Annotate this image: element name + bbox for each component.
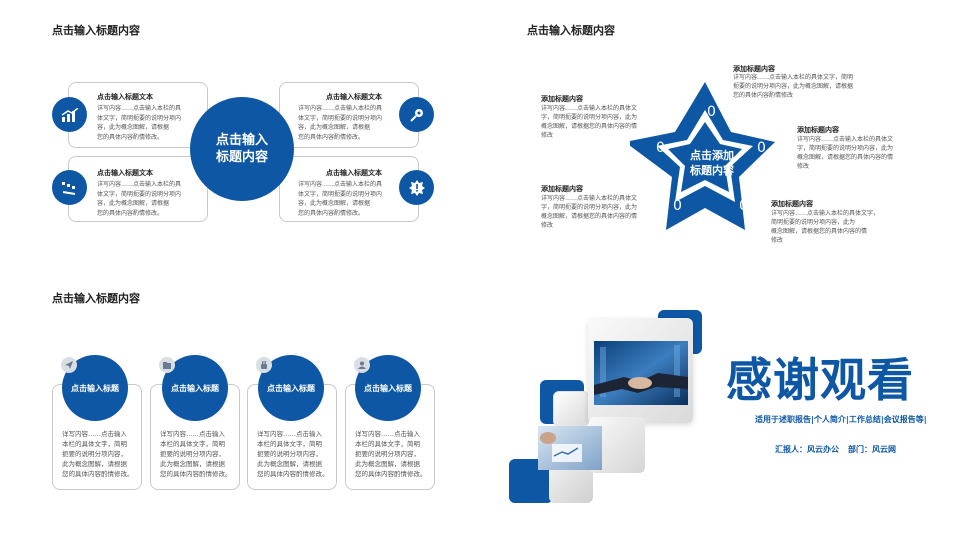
star-center-text: 点击添加标题内容 (690, 149, 734, 177)
thanks-subtitle: 适用于述职报告|个人简介|工作总结|会议报告等| (755, 415, 927, 424)
hand-icon (256, 357, 272, 373)
card-text: 详写内容……点击输入本栏的具体文字，简明扼要的说明分项内容，此为概念图解，请根据… (257, 430, 329, 478)
q1-box-title: 点击输入标题文本 (97, 169, 153, 177)
q1-box-top-right: 点击输入标题文本 详写内容……点击输入本栏的具体文字，简明扼要的说明分项内容，此… (279, 82, 419, 148)
send-icon (61, 357, 77, 373)
reporter-label: 汇报人：风云办公 (775, 445, 839, 454)
q1-box-top-left: 点击输入标题文本 详写内容……点击输入本栏的具体文字，简明扼要的说明分项内容，此… (68, 82, 208, 148)
decor-tile-grey (553, 391, 589, 427)
q1-center-circle: 点击输入标题内容 (190, 97, 294, 201)
folder-icon (159, 357, 175, 373)
gear-badge-icon (399, 170, 434, 205)
meeting-image (538, 426, 602, 470)
handshake-image (594, 341, 688, 405)
key-icon (399, 97, 434, 132)
card-text: 详写内容……点击输入本栏的具体文字，简明扼要的说明分项内容，此为概念图解，请根据… (160, 430, 232, 478)
q1-box-title: 点击输入标题文本 (97, 93, 153, 101)
q2-title: 点击输入标题内容 (527, 24, 615, 37)
q1-box-bottom-left: 点击输入标题文本 详写内容……点击输入本栏的具体文字，简明扼要的说明分项内容，此… (68, 156, 208, 222)
gear-icon (52, 170, 87, 205)
card-text: 详写内容……点击输入本栏的具体文字，简明扼要的说明分项内容，此为概念图解，请根据… (62, 430, 134, 478)
star-shape (630, 82, 775, 230)
star-number: 0 (739, 198, 748, 214)
q1-box-bottom-right: 点击输入标题文本 详写内容……点击输入本栏的具体文字，简明扼要的说明分项内容，此… (279, 156, 419, 222)
q1-title: 点击输入标题内容 (52, 24, 140, 37)
card-text: 详写内容……点击输入本栏的具体文字，简明扼要的说明分项内容，此为概念图解，请根据… (355, 430, 427, 478)
star-number: 0 (656, 140, 665, 156)
q1-box-title: 点击输入标题文本 (326, 93, 382, 101)
user-icon (354, 357, 370, 373)
q1-box-body: 详写内容……点击输入本栏的具体文字，简明扼要的说明分项内容，此为概念图解，请根据… (298, 105, 383, 141)
star-number: 0 (707, 104, 716, 120)
q1-box-body: 详写内容……点击输入本栏的具体文字，简明扼要的说明分项内容，此为概念图解，请根据… (97, 105, 182, 141)
star-number: 0 (673, 198, 682, 214)
department-label: 部门：风云网 (848, 445, 896, 454)
star-number: 0 (757, 140, 766, 156)
q1-box-body: 详写内容……点击输入本栏的具体文字，简明扼要的说明分项内容，此为概念图解，请根据… (97, 181, 182, 217)
q1-box-title: 点击输入标题文本 (326, 169, 382, 177)
q1-box-body: 详写内容……点击输入本栏的具体文字，简明扼要的说明分项内容，此为概念图解，请根据… (298, 181, 383, 217)
bar-chart-icon (52, 97, 87, 132)
thanks-heading: 感谢观看 (726, 353, 914, 407)
q3-title: 点击输入标题内容 (52, 292, 140, 305)
